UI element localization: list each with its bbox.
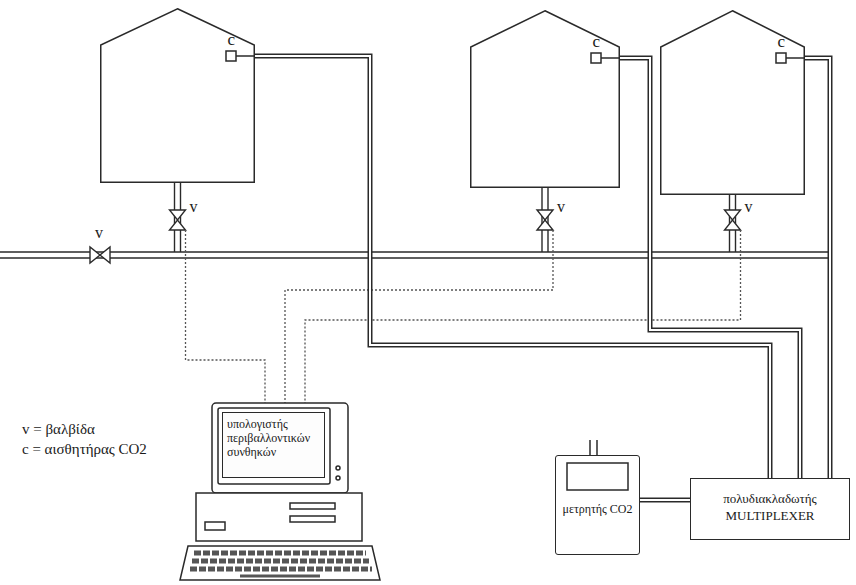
node-text: πολυδιακλαδωτής MULTIPLEXER xyxy=(697,491,843,525)
computer-case xyxy=(196,493,362,541)
keyboard xyxy=(190,567,372,572)
co2-sensor xyxy=(601,57,620,59)
valve-label-holder: v xyxy=(557,198,565,216)
growth-chamber: c xyxy=(660,10,805,195)
gas-pipe xyxy=(547,188,548,252)
control-wire xyxy=(186,230,741,403)
legend-text: c = αισθητήρας CO2 xyxy=(22,441,147,457)
tube-connector xyxy=(255,56,770,478)
computer-case xyxy=(205,522,225,530)
computer-case xyxy=(196,493,362,541)
meter-display xyxy=(589,440,591,455)
tube-connector xyxy=(805,58,830,478)
legend: v = βαλβίδα c = αισθητήρας CO2 xyxy=(22,420,147,459)
sampling-tube xyxy=(620,58,800,478)
sensor-letter: c xyxy=(227,30,235,50)
co2-sensor xyxy=(786,57,805,59)
gas-pipe xyxy=(541,188,542,252)
keyboard xyxy=(180,546,380,580)
valve-symbol xyxy=(90,247,100,263)
co2-sensor xyxy=(591,53,601,63)
valve-label-holder: v xyxy=(190,198,198,216)
valve-symbol xyxy=(537,210,553,220)
gas-pipe xyxy=(0,257,832,258)
control-wire xyxy=(285,230,553,403)
valve-letter: v xyxy=(190,198,198,215)
meter-display xyxy=(596,440,598,455)
chamber-outline xyxy=(661,11,805,195)
legend-text: v = βαλβίδα xyxy=(22,421,95,437)
sampling-tube xyxy=(255,56,770,478)
co2-sensor xyxy=(776,53,786,63)
legend-entry: c = αισθητήρας CO2 xyxy=(22,440,147,460)
computer-screen: υπολογιστής περιβαλλοντικών συνθηκών xyxy=(222,412,325,478)
chamber-outline xyxy=(471,11,620,188)
valve-label-holder: v xyxy=(95,224,103,242)
valve-letter: v xyxy=(557,198,565,215)
valve-symbol xyxy=(90,210,741,263)
valve-symbol xyxy=(170,210,186,220)
control-wire xyxy=(186,230,266,403)
computer-case xyxy=(290,516,335,522)
tube-core xyxy=(640,499,690,501)
valve-label-holder: v xyxy=(745,198,753,216)
gas-pipe xyxy=(0,251,832,252)
sensor-letter: c xyxy=(777,32,785,52)
tube-core xyxy=(805,58,830,478)
keyboard xyxy=(192,559,369,564)
tube-connector xyxy=(620,58,800,478)
multiplexer-box: πολυδιακλαδωτής MULTIPLEXER xyxy=(690,478,850,540)
valve-symbol xyxy=(725,210,741,220)
keyboard xyxy=(180,546,380,580)
node-text: υπολογιστής περιβαλλοντικών συνθηκών xyxy=(227,418,320,459)
meter-display xyxy=(567,463,628,490)
valve-letter: v xyxy=(95,224,103,241)
valve-symbol xyxy=(537,220,553,230)
co2-sensor xyxy=(226,51,236,61)
growth-chamber: c xyxy=(470,10,620,188)
meter-display xyxy=(567,440,628,490)
computer-monitor xyxy=(212,403,348,493)
valve-symbol xyxy=(170,220,186,230)
co2-sensor xyxy=(236,55,255,57)
legend-entry: v = βαλβίδα xyxy=(22,420,147,440)
computer-monitor xyxy=(212,403,348,493)
chamber-outline xyxy=(101,9,255,183)
valve-symbol xyxy=(100,247,110,263)
co2-meter: μετρητής CO2 xyxy=(555,455,640,555)
node-text: μετρητής CO2 xyxy=(560,502,635,516)
tube-core xyxy=(255,56,770,478)
computer-case xyxy=(290,503,335,509)
valve-letter: v xyxy=(745,198,753,215)
sampling-tube xyxy=(805,58,830,478)
computer-monitor xyxy=(336,466,340,470)
computer-monitor xyxy=(336,476,340,480)
computer-monitor xyxy=(218,408,330,484)
growth-chamber: c xyxy=(100,8,255,183)
valve-symbol xyxy=(725,220,741,230)
keyboard xyxy=(240,575,320,578)
sampling-tube xyxy=(640,498,690,503)
tube-connector xyxy=(640,500,690,501)
keyboard xyxy=(194,551,366,556)
tube-core xyxy=(620,58,800,478)
sensor-letter: c xyxy=(592,32,600,52)
